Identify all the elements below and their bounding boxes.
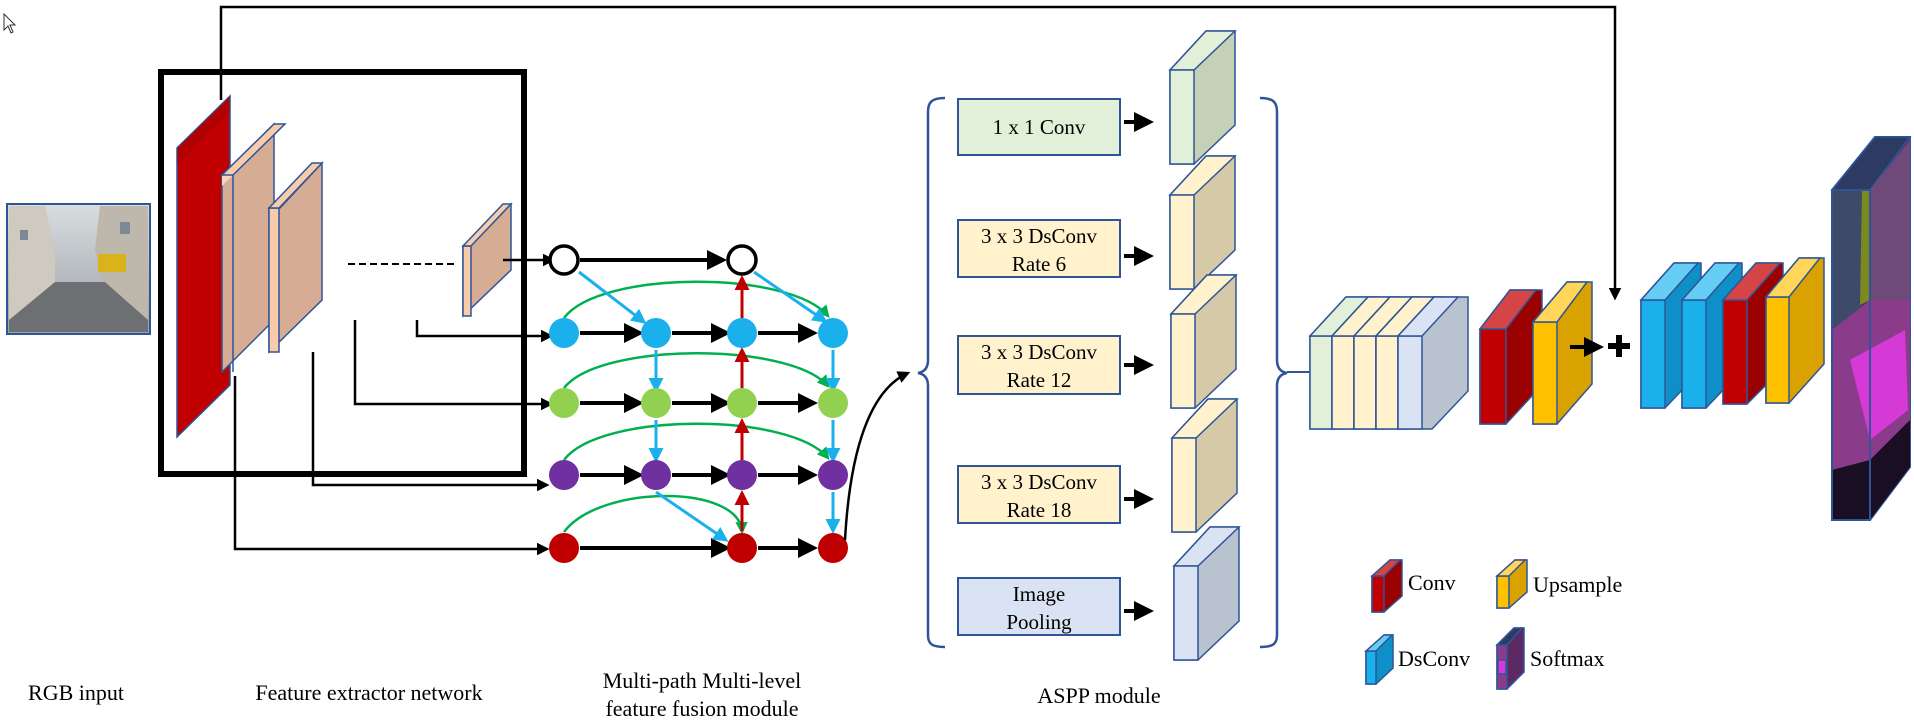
add-operation-icon bbox=[1608, 335, 1630, 357]
fusion-to-aspp-arrow bbox=[843, 371, 911, 541]
skip-connection-arrow bbox=[219, 5, 1622, 301]
aspp-output-block-3 bbox=[1169, 274, 1238, 409]
node-red bbox=[549, 533, 579, 563]
svg-text:Rate 18: Rate 18 bbox=[1007, 498, 1072, 522]
svg-text:Pooling: Pooling bbox=[1006, 610, 1072, 634]
conv-layer-block bbox=[176, 94, 231, 439]
svg-text:Rate 12: Rate 12 bbox=[1007, 368, 1072, 392]
rgb-input-label: RGB input bbox=[28, 680, 124, 705]
aspp-image-pooling-box: Image Pooling bbox=[957, 577, 1121, 636]
node-green bbox=[549, 388, 579, 418]
decoder-conv-block bbox=[1478, 289, 1543, 425]
node-blue bbox=[549, 318, 579, 348]
legend-softmax: Softmax bbox=[1495, 627, 1605, 690]
aspp-dsconv12-box: 3 x 3 DsConv Rate 12 bbox=[957, 335, 1121, 395]
node-green bbox=[641, 388, 671, 418]
fusion-module-label-line1: Multi-path Multi-level bbox=[603, 668, 802, 693]
extractor-to-fusion-arrows bbox=[233, 253, 556, 556]
svg-text:DsConv: DsConv bbox=[1398, 646, 1470, 671]
node-blue bbox=[818, 318, 848, 348]
feature-block-3 bbox=[461, 202, 513, 318]
legend-dsconv: DsConv bbox=[1364, 634, 1470, 685]
svg-text:Image: Image bbox=[1013, 582, 1065, 606]
aspp-conv1x1-box: 1 x 1 Conv bbox=[957, 98, 1121, 156]
node-green bbox=[727, 388, 757, 418]
legend-conv: Conv bbox=[1370, 559, 1456, 613]
svg-text:3 x 3 DsConv: 3 x 3 DsConv bbox=[981, 470, 1098, 494]
aspp-output-block-2 bbox=[1168, 155, 1237, 290]
node-green bbox=[818, 388, 848, 418]
fusion-blue-arrows bbox=[578, 270, 841, 542]
fusion-nodes bbox=[548, 244, 848, 563]
fusion-horizontal-arrows bbox=[580, 250, 818, 558]
node-purple bbox=[549, 460, 579, 490]
softmax-output-map bbox=[1830, 136, 1912, 521]
aspp-branch-arrows bbox=[1124, 112, 1154, 621]
node-blue bbox=[727, 318, 757, 348]
feature-extractor-frame bbox=[158, 69, 527, 477]
svg-text:Upsample: Upsample bbox=[1533, 572, 1622, 597]
aspp-right-bracket bbox=[1259, 96, 1288, 649]
svg-text:3 x 3 DsConv: 3 x 3 DsConv bbox=[981, 224, 1098, 248]
node-purple bbox=[818, 460, 848, 490]
node-red bbox=[727, 533, 757, 563]
rgb-input-image bbox=[6, 203, 151, 335]
svg-text:Softmax: Softmax bbox=[1530, 646, 1605, 671]
node-top bbox=[548, 244, 580, 276]
aspp-output-block-5 bbox=[1172, 526, 1241, 661]
svg-text:Conv: Conv bbox=[1408, 570, 1456, 595]
concatenated-features bbox=[1308, 296, 1469, 430]
node-purple bbox=[641, 460, 671, 490]
svg-text:3 x 3 DsConv: 3 x 3 DsConv bbox=[981, 340, 1098, 364]
svg-text:Rate 6: Rate 6 bbox=[1012, 252, 1066, 276]
fusion-module-label-line2: feature fusion module bbox=[605, 696, 798, 721]
feature-extractor-label: Feature extractor network bbox=[255, 680, 482, 705]
conv-legend-icon bbox=[1370, 559, 1403, 613]
fusion-green-arcs bbox=[563, 280, 830, 535]
dsconv-legend-icon bbox=[1364, 634, 1394, 685]
decoder-upsample-block bbox=[1531, 281, 1593, 425]
feature-block-2 bbox=[267, 161, 324, 354]
node-top bbox=[726, 244, 758, 276]
mouse-cursor-icon bbox=[3, 12, 17, 34]
node-blue bbox=[641, 318, 671, 348]
legend-upsample: Upsample bbox=[1495, 559, 1622, 609]
upsample-legend-icon bbox=[1495, 559, 1528, 609]
aspp-output-block-4 bbox=[1170, 398, 1239, 533]
aspp-output-block-1 bbox=[1168, 30, 1237, 165]
aspp-dsconv6-box: 3 x 3 DsConv Rate 6 bbox=[957, 219, 1121, 278]
decoder-upsample-block-2 bbox=[1764, 257, 1825, 404]
softmax-legend-icon bbox=[1495, 627, 1525, 690]
aspp-module-label: ASPP module bbox=[1037, 683, 1160, 708]
node-purple bbox=[727, 460, 757, 490]
node-red bbox=[818, 533, 848, 563]
aspp-left-bracket bbox=[917, 96, 946, 649]
aspp-dsconv18-box: 3 x 3 DsConv Rate 18 bbox=[957, 465, 1121, 524]
svg-text:1 x 1 Conv: 1 x 1 Conv bbox=[993, 115, 1086, 139]
